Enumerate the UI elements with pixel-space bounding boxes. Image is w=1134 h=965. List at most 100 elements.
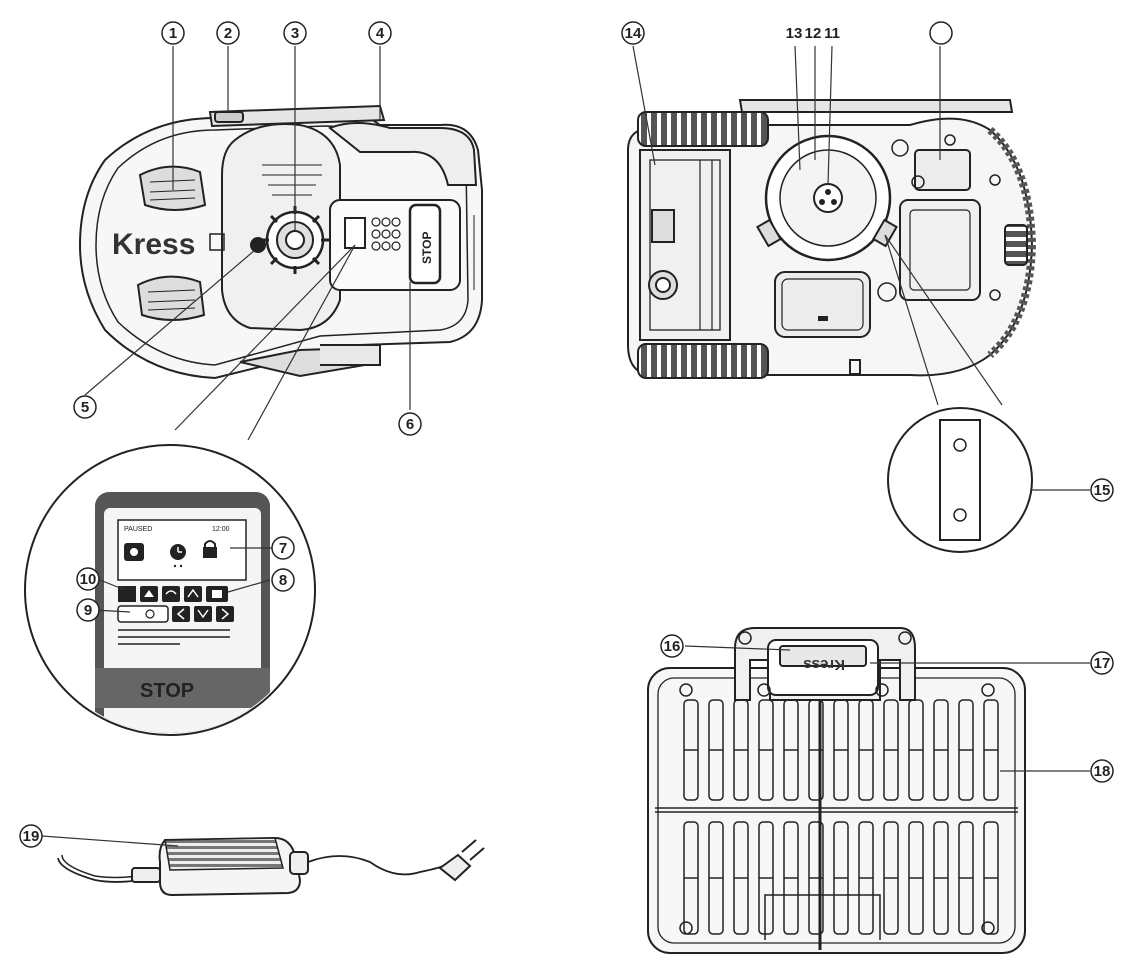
left-button[interactable] bbox=[172, 606, 190, 622]
callout-number: 11 bbox=[824, 25, 840, 42]
display-window bbox=[344, 217, 366, 249]
down-button[interactable] bbox=[194, 606, 212, 622]
callout-circle bbox=[161, 21, 185, 45]
callout-number: 17 bbox=[1094, 655, 1111, 672]
callout-number: 18 bbox=[1094, 763, 1111, 780]
power-key[interactable] bbox=[117, 605, 169, 623]
callout-number: 9 bbox=[84, 602, 92, 619]
leader-lines-top bbox=[84, 46, 411, 441]
callout-8: 8 bbox=[271, 568, 295, 592]
height-adjust-knob[interactable] bbox=[285, 230, 305, 250]
stop-button[interactable] bbox=[408, 203, 442, 285]
psu-vent bbox=[164, 837, 284, 871]
callout-circle bbox=[76, 567, 100, 591]
home-icon bbox=[144, 590, 154, 597]
psu-cable-right bbox=[307, 855, 446, 876]
back-button[interactable] bbox=[118, 586, 136, 602]
control-panel-zoom: PAUSED 12:00 STOP bbox=[24, 444, 316, 736]
callout-circle bbox=[76, 598, 100, 622]
lcd-time-text: 12:00 bbox=[212, 526, 230, 533]
logo-mark bbox=[209, 233, 225, 251]
callout-number: 7 bbox=[279, 540, 287, 557]
plug-icon bbox=[438, 839, 485, 882]
callout-circle bbox=[660, 634, 684, 658]
leader-line-19 bbox=[41, 835, 179, 847]
callout-number: 16 bbox=[664, 638, 681, 655]
callout-number: 15 bbox=[1094, 482, 1111, 499]
callout-12: 12 bbox=[805, 25, 822, 42]
callout-2: 2 bbox=[216, 21, 240, 45]
callout-circle bbox=[1090, 651, 1114, 675]
callout-18: 18 bbox=[1090, 759, 1114, 783]
callout-circle bbox=[1090, 759, 1114, 783]
blade-disc-icon bbox=[813, 183, 843, 213]
charging-contact-top bbox=[651, 209, 675, 243]
callout-10: 10 bbox=[76, 567, 100, 591]
keypad bbox=[371, 217, 401, 251]
front-wheel bbox=[1004, 224, 1028, 266]
callout-number: 4 bbox=[376, 25, 385, 42]
callout-circle bbox=[19, 824, 43, 848]
callout-number: 13 bbox=[786, 25, 803, 42]
callout-circle bbox=[73, 395, 97, 419]
base-plate bbox=[647, 667, 1026, 954]
up-button[interactable] bbox=[184, 586, 202, 602]
callout-circle bbox=[283, 21, 307, 45]
right-button[interactable] bbox=[216, 606, 234, 622]
callout-number: 8 bbox=[279, 572, 287, 589]
callout-number: 19 bbox=[23, 828, 40, 845]
carry-handle bbox=[208, 104, 386, 128]
callout-circle bbox=[1090, 478, 1114, 502]
callout-13: 13 bbox=[786, 25, 803, 42]
callout-number: 14 bbox=[625, 25, 642, 42]
power-button[interactable] bbox=[250, 237, 266, 253]
leader-lines-station bbox=[684, 645, 1090, 772]
undo-button[interactable] bbox=[162, 586, 180, 602]
battery-cover bbox=[774, 271, 871, 338]
callout-number: 12 bbox=[805, 25, 822, 42]
lock-icon bbox=[203, 540, 217, 558]
callout-circle bbox=[271, 536, 295, 560]
callout-6: 6 bbox=[398, 412, 422, 436]
mower-brand-label: Kress bbox=[112, 228, 195, 261]
callout-number: 5 bbox=[81, 399, 89, 416]
rear-wheel-top bbox=[637, 111, 769, 147]
power-supply bbox=[57, 836, 485, 897]
lcd-status-text: PAUSED bbox=[124, 526, 152, 533]
leader-lines-zoom bbox=[93, 547, 272, 613]
callout-1: 1 bbox=[161, 21, 185, 45]
callout-4: 4 bbox=[368, 21, 392, 45]
callout-circle bbox=[398, 412, 422, 436]
charging-station bbox=[647, 627, 1026, 954]
mower-bottom-view bbox=[627, 99, 1037, 379]
mower-stop-label: STOP bbox=[420, 232, 434, 264]
ground-grid bbox=[655, 807, 1018, 813]
callout-circle bbox=[271, 568, 295, 592]
rear-wheel-bottom bbox=[637, 343, 769, 379]
callout-number: 2 bbox=[224, 25, 232, 42]
unlabeled-callout bbox=[929, 21, 953, 45]
callout-number: 10 bbox=[80, 571, 97, 588]
callout-circle bbox=[621, 21, 645, 45]
blade-zoom bbox=[887, 407, 1033, 553]
callout-11: 11 bbox=[824, 25, 840, 42]
callout-16: 16 bbox=[660, 634, 684, 658]
callout-5: 5 bbox=[73, 395, 97, 419]
callout-9: 9 bbox=[76, 598, 100, 622]
callout-19: 19 bbox=[19, 824, 43, 848]
callout-3: 3 bbox=[283, 21, 307, 45]
callout-15: 15 bbox=[1090, 478, 1114, 502]
power-icon bbox=[145, 609, 155, 619]
leader-lines-bottom bbox=[632, 45, 1090, 491]
callout-7: 7 bbox=[271, 536, 295, 560]
callout-number: 3 bbox=[291, 25, 299, 42]
callout-14: 14 bbox=[621, 21, 645, 45]
handle-slot-bottom bbox=[136, 275, 206, 321]
station-brand-label: Kress bbox=[803, 656, 845, 673]
callout-number: 6 bbox=[406, 416, 414, 433]
callout-circle bbox=[216, 21, 240, 45]
panel-stop-label: STOP bbox=[140, 680, 194, 702]
rain-sensor bbox=[214, 111, 244, 123]
